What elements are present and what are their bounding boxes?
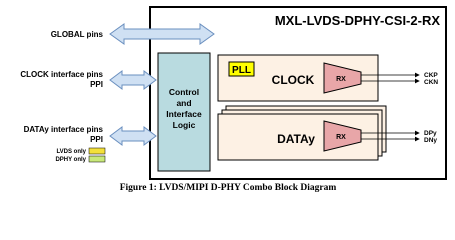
data-out-p: DPy (424, 130, 437, 137)
legend-dphy-swatch (88, 155, 106, 163)
figure-caption: Figure 1: LVDS/MIPI D-PHY Combo Block Di… (120, 183, 337, 193)
data-rx-label: RX (336, 134, 346, 141)
legend-lvds-label: LVDS only (56, 149, 86, 155)
clock-rx-driver (323, 62, 362, 94)
clock-pins-ppi: PPI (90, 80, 103, 89)
legend-dphy-label: DPHY only (55, 157, 86, 163)
clock-label: CLOCK (272, 73, 315, 87)
clock-pins-label: CLOCK interface pins (20, 70, 103, 79)
control-line-2: and (176, 98, 191, 108)
pll-block (228, 61, 255, 77)
data-out-n: DNy (424, 137, 437, 144)
control-line-3: Interface (166, 109, 202, 119)
clock-out-p: CKP (424, 72, 438, 79)
global-pins-arrow (109, 23, 215, 45)
data-label: DATAy (277, 132, 315, 146)
block-title: MXL-LVDS-DPHY-CSI-2-RX (275, 13, 440, 28)
pll-label: PLL (232, 65, 251, 76)
data-pins-label: DATAy interface pins (24, 125, 104, 134)
clock-out-n: CKN (424, 79, 438, 86)
block-diagram: MXL-LVDS-DPHY-CSI-2-RX GLOBAL pins CLOCK… (20, 6, 447, 193)
clock-pins-arrow (109, 70, 157, 90)
data-rx-driver (323, 120, 362, 152)
data-pins-arrow (109, 126, 157, 146)
data-pins-ppi: PPI (90, 135, 103, 144)
control-logic-block (157, 52, 211, 172)
clock-rx-label: RX (336, 76, 346, 83)
control-line-1: Control (169, 87, 199, 97)
control-line-4: Logic (173, 120, 196, 130)
legend-lvds-swatch (88, 147, 106, 155)
global-pins-label: GLOBAL pins (51, 30, 104, 39)
